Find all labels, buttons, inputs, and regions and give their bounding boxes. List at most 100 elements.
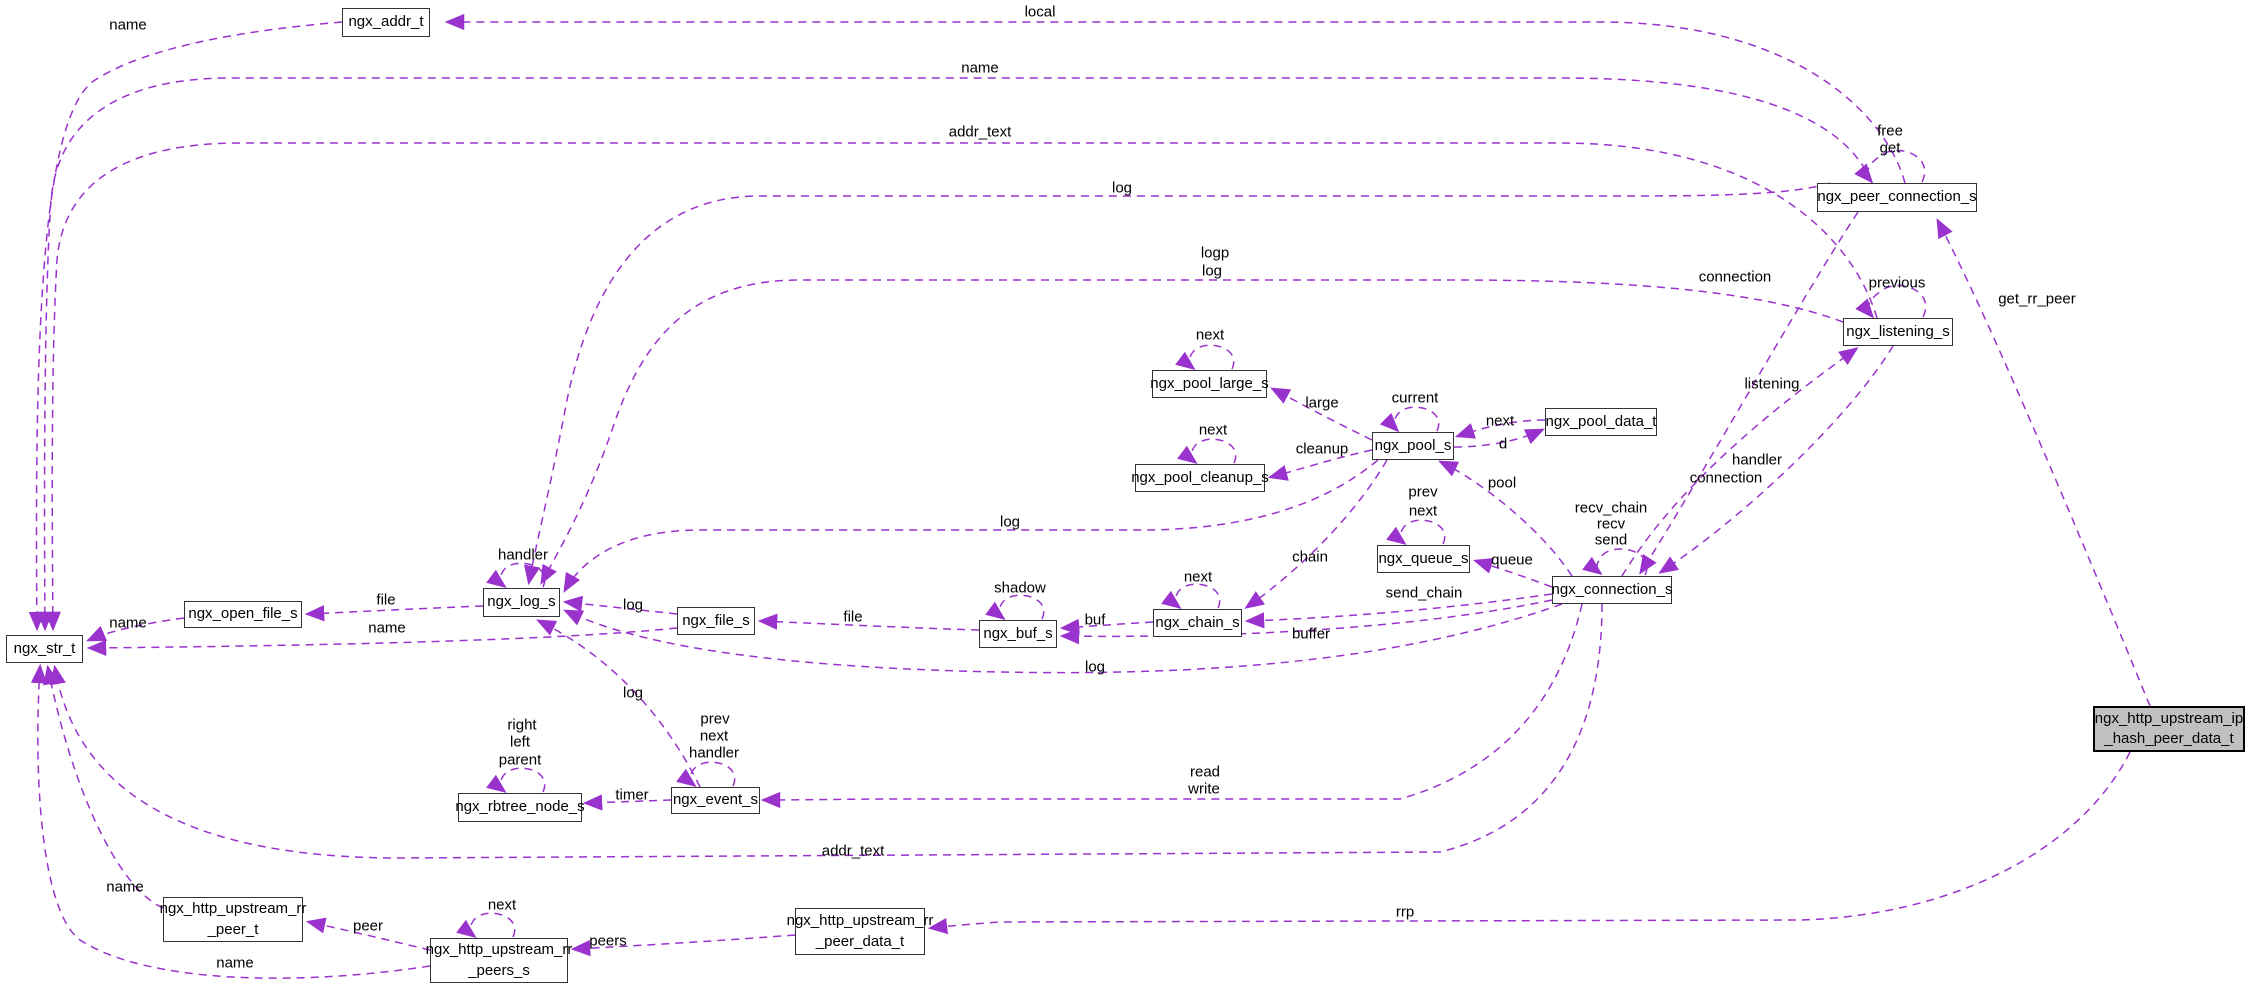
edge-label-queue: queue — [1491, 551, 1533, 569]
edge-rbtree-selfloop — [486, 767, 546, 793]
edge-label-handler: handler — [688, 744, 740, 762]
edge-label-name: name — [106, 878, 144, 896]
edge-label-connection: connection — [1698, 268, 1772, 286]
edge-event-selfloop — [676, 761, 736, 787]
node-ngx-http-upstream-ip-hash-peer-data-t: ngx_http_upstream_ip_hash_peer_data_t — [2093, 706, 2245, 752]
edge-peers — [570, 934, 796, 957]
node-ngx-str-t[interactable]: ngx_str_t — [6, 635, 83, 663]
edge-addrtext-conn-str — [49, 603, 1603, 859]
node-ngx-http-upstream-rr-peer-t[interactable]: ngx_http_upstream_rr_peer_t — [160, 897, 306, 942]
edge-name-peerconn-str — [36, 77, 1873, 632]
edge-label-name: name — [961, 59, 999, 77]
edge-label-next: next — [1198, 421, 1228, 439]
edge-label-handler: handler — [1731, 451, 1783, 469]
edge-label-prev: prev — [700, 710, 730, 728]
edge-label-file: file — [376, 591, 396, 609]
edge-pool-conn-pool — [1438, 460, 1573, 577]
edge-name-addr-str — [28, 21, 343, 632]
edge-label-connection: connection — [1689, 469, 1763, 487]
edge-label-left: left — [509, 733, 531, 751]
edge-label-handler: handler — [497, 546, 549, 564]
edge-label-buf: buf — [1084, 611, 1106, 629]
node-ngx-log-s[interactable]: ngx_log_s — [483, 588, 560, 617]
edge-label-name: name — [109, 16, 147, 34]
edge-label-read: read — [1189, 763, 1221, 781]
node-ngx-http-upstream-rr-peers-s[interactable]: ngx_http_upstream_rr_peers_s — [426, 938, 572, 983]
node-ngx-open-file-s[interactable]: ngx_open_file_s — [184, 601, 302, 628]
edge-label-send-chain: send_chain — [1385, 584, 1463, 602]
edge-label-log: log — [999, 513, 1021, 531]
edge-label-next: next — [1195, 326, 1225, 344]
node-ngx-listening-s[interactable]: ngx_listening_s — [1843, 318, 1953, 346]
edge-label-recv-chain: recv_chain — [1574, 499, 1648, 517]
node-ngx-chain-s[interactable]: ngx_chain_s — [1153, 609, 1242, 637]
edge-queue-selfloop — [1386, 519, 1446, 545]
edge-label-peer: peer — [352, 917, 384, 935]
node-ngx-pool-cleanup-s[interactable]: ngx_pool_cleanup_s — [1131, 464, 1269, 492]
node-ngx-connection-s[interactable]: ngx_connection_s — [1552, 576, 1672, 604]
edge-local — [444, 13, 1906, 184]
edge-logp-log-listening-log — [540, 279, 1844, 585]
edge-next-chain-selfloop — [1161, 583, 1221, 609]
edge-read-write — [760, 603, 1583, 809]
edge-queue — [1472, 558, 1553, 588]
node-ngx-addr-t[interactable]: ngx_addr_t — [342, 8, 430, 37]
edge-label-next: next — [1408, 502, 1438, 520]
edge-label-rrp: rrp — [1395, 903, 1415, 921]
node-ngx-pool-s[interactable]: ngx_pool_s — [1372, 432, 1454, 460]
edge-next-poollarge-selfloop — [1175, 344, 1235, 370]
edge-name-rrpeers-str — [30, 663, 431, 979]
edge-label-send: send — [1594, 531, 1628, 549]
edge-label-file: file — [843, 608, 863, 626]
edge-label-d: d — [1498, 435, 1508, 453]
node-ngx-rbtree-node-s[interactable]: ngx_rbtree_node_s — [455, 793, 585, 822]
edge-label-prev: prev — [1408, 483, 1438, 501]
edge-label-peers: peers — [589, 932, 627, 950]
edge-label-addr-text: addr_text — [948, 123, 1012, 141]
edge-connection-peerconn-conn — [1639, 211, 1859, 575]
edge-label-listening: listening — [1744, 375, 1800, 393]
edge-next-pooldata-pool — [1454, 419, 1546, 439]
edge-send-chain — [1244, 593, 1553, 629]
edge-label-large: large — [1305, 394, 1339, 412]
edge-current-selfloop — [1379, 406, 1440, 433]
edge-handler-log-selfloop — [486, 562, 546, 588]
edge-label-free: free — [1877, 122, 1903, 140]
node-ngx-buf-s[interactable]: ngx_buf_s — [979, 620, 1057, 648]
edge-previous-selfloop — [1855, 284, 1927, 319]
edge-peer — [305, 917, 431, 951]
edge-log-peerconn-log — [524, 182, 1831, 586]
node-ngx-http-upstream-rr-peer-data-t[interactable]: ngx_http_upstream_rr_peer_data_t — [787, 908, 933, 955]
edge-label-right: right — [507, 716, 537, 734]
edge-listening-conn-listening — [1621, 347, 1859, 577]
edge-label-next: next — [1485, 412, 1515, 430]
edge-handler-connection — [1658, 345, 1894, 574]
edge-label-shadow: shadow — [994, 579, 1046, 597]
node-ngx-file-s[interactable]: ngx_file_s — [677, 607, 755, 635]
edge-conn-selfloop — [1582, 548, 1648, 576]
node-ngx-queue-s[interactable]: ngx_queue_s — [1377, 545, 1470, 573]
edge-label-chain: chain — [1292, 548, 1328, 566]
edge-label-log: log — [1201, 262, 1223, 280]
edge-label-name: name — [109, 614, 147, 632]
node-ngx-pool-data-t[interactable]: ngx_pool_data_t — [1545, 408, 1657, 436]
edge-label-log: log — [622, 684, 644, 702]
node-ngx-peer-connection-s[interactable]: ngx_peer_connection_s — [1817, 183, 1977, 212]
edge-log-event-log — [536, 619, 701, 788]
edge-label-next: next — [699, 727, 729, 745]
edge-label-get-rr-peer: get_rr_peer — [1998, 290, 2076, 308]
edge-label-log: log — [622, 596, 644, 614]
edge-label-local: local — [1024, 3, 1056, 21]
edge-buf — [1059, 618, 1154, 635]
edge-shadow-selfloop — [985, 594, 1045, 620]
edge-log-file-log — [562, 595, 678, 615]
edge-log-conn-log — [563, 603, 1563, 674]
edge-label-next: next — [487, 896, 517, 914]
edge-next-poolcleanup-selfloop — [1177, 438, 1237, 464]
node-ngx-pool-large-s[interactable]: ngx_pool_large_s — [1150, 370, 1269, 398]
edge-large — [1270, 387, 1373, 441]
edge-label-buffer: buffer — [1291, 625, 1331, 643]
edge-label-write: write — [1188, 780, 1220, 798]
edge-log-pool-log — [563, 459, 1379, 593]
node-ngx-event-s[interactable]: ngx_event_s — [671, 787, 760, 814]
